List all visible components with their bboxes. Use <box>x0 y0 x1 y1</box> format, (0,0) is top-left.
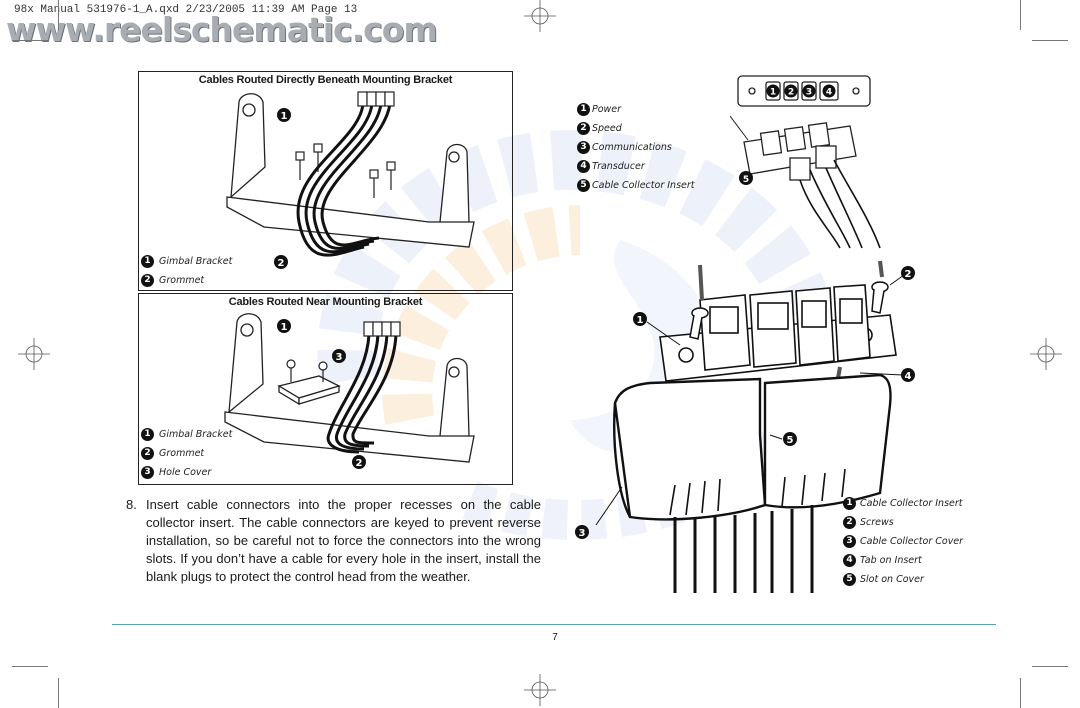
callout-gimbal: 1 <box>281 322 288 333</box>
legend-item: 1 Gimbal Bracket <box>141 252 232 271</box>
callout-grommet: 2 <box>356 458 363 469</box>
callout-hole-cover: 3 <box>336 352 343 363</box>
connector-plate-diagram: 1 2 3 4 5 <box>730 75 881 249</box>
callout-gimbal: 1 <box>281 111 288 122</box>
legend-label: Screws <box>860 517 894 528</box>
gimbal-bracket-hole-cover-diagram: 1 3 2 <box>224 313 475 469</box>
callout-screws: 2 <box>905 269 912 280</box>
watermark-logo: www.reelschematic.com <box>6 10 438 49</box>
legend-label: Gimbal Bracket <box>159 256 233 267</box>
legend-number: 2 <box>577 122 590 135</box>
panel-title: Cables Routed Near Mounting Bracket <box>228 296 423 308</box>
legend-item: 5 Slot on Cover <box>843 570 963 589</box>
plate-number: 3 <box>806 88 812 98</box>
callout-tab: 4 <box>905 371 912 382</box>
panel2-legend: 1 Gimbal Bracket 2 Grommet 3 Hole Cover <box>141 425 232 482</box>
file-slug-line: 98x Manual 531976-1_A.qxd 2/23/2005 11:3… <box>14 4 358 16</box>
panel-cables-beneath-bracket: Cables Routed Directly Beneath Mounting … <box>138 71 513 291</box>
legend-item: 3 Cable Collector Cover <box>843 532 963 551</box>
callout-grommet: 2 <box>278 258 285 269</box>
legend-number: 4 <box>577 160 590 173</box>
legend-number: 1 <box>843 497 856 510</box>
legend-number: 5 <box>577 179 590 192</box>
cable-collector-diagram: 1 2 3 4 5 <box>575 260 915 593</box>
legend-number: 2 <box>141 447 154 460</box>
instruction-step: 8. Insert cable connectors into the prop… <box>126 496 541 586</box>
legend-label: Hole Cover <box>159 467 212 478</box>
page-number: 7 <box>552 632 558 643</box>
legend-item: 1 Cable Collector Insert <box>843 494 963 513</box>
plate-number: 4 <box>826 88 832 98</box>
callout-insert: 1 <box>637 315 644 326</box>
legend-number: 1 <box>141 255 154 268</box>
legend-number: 2 <box>141 274 154 287</box>
legend-number: 3 <box>141 466 154 479</box>
legend-item: 2 Screws <box>843 513 963 532</box>
legend-item: 2 Grommet <box>141 444 232 463</box>
gimbal-bracket-diagram: 1 2 <box>226 91 475 269</box>
callout-cover: 3 <box>579 528 586 539</box>
plate-number: 1 <box>770 88 776 98</box>
legend-number: 4 <box>843 554 856 567</box>
legend-number: 3 <box>577 141 590 154</box>
panel-title: Cables Routed Directly Beneath Mounting … <box>198 74 453 86</box>
callout-insert: 5 <box>743 175 749 185</box>
legend-label: Grommet <box>159 448 205 459</box>
legend-number: 1 <box>577 103 590 116</box>
legend-label: Grommet <box>159 275 205 286</box>
legend-label: Transducer <box>592 161 645 172</box>
footer-rule <box>112 624 996 625</box>
legend-label: Speed <box>592 123 622 134</box>
legend-number: 1 <box>141 428 154 441</box>
legend-item: 3 Hole Cover <box>141 463 232 482</box>
panel1-legend: 1 Gimbal Bracket 2 Grommet <box>141 252 232 290</box>
legend-label: Gimbal Bracket <box>159 429 233 440</box>
legend-label: Cable Collector Cover <box>860 536 964 547</box>
legend-label: Tab on Insert <box>860 555 922 566</box>
step-number: 8. <box>126 497 137 512</box>
callout-markers <box>274 108 291 269</box>
legend-label: Slot on Cover <box>860 574 924 585</box>
panel-cables-near-bracket: Cables Routed Near Mounting Bracket <box>138 293 513 485</box>
legend-label: Cable Collector Insert <box>860 498 963 509</box>
legend-number: 5 <box>843 573 856 586</box>
plate-number: 2 <box>788 88 794 98</box>
legend-item: 4 Tab on Insert <box>843 551 963 570</box>
callout-slot: 5 <box>787 435 794 446</box>
legend-label: Power <box>592 104 622 115</box>
legend-number: 3 <box>843 535 856 548</box>
collector-legend: 1 Cable Collector Insert 2 Screws 3 Cable C… <box>843 494 963 589</box>
legend-item: 2 Grommet <box>141 271 232 290</box>
legend-item: 1 Gimbal Bracket <box>141 425 232 444</box>
legend-number: 2 <box>843 516 856 529</box>
legend-label: Cable Collector Insert <box>592 180 695 191</box>
legend-label: Communications <box>592 142 672 153</box>
step-text: Insert cable connectors into the proper … <box>146 497 541 584</box>
